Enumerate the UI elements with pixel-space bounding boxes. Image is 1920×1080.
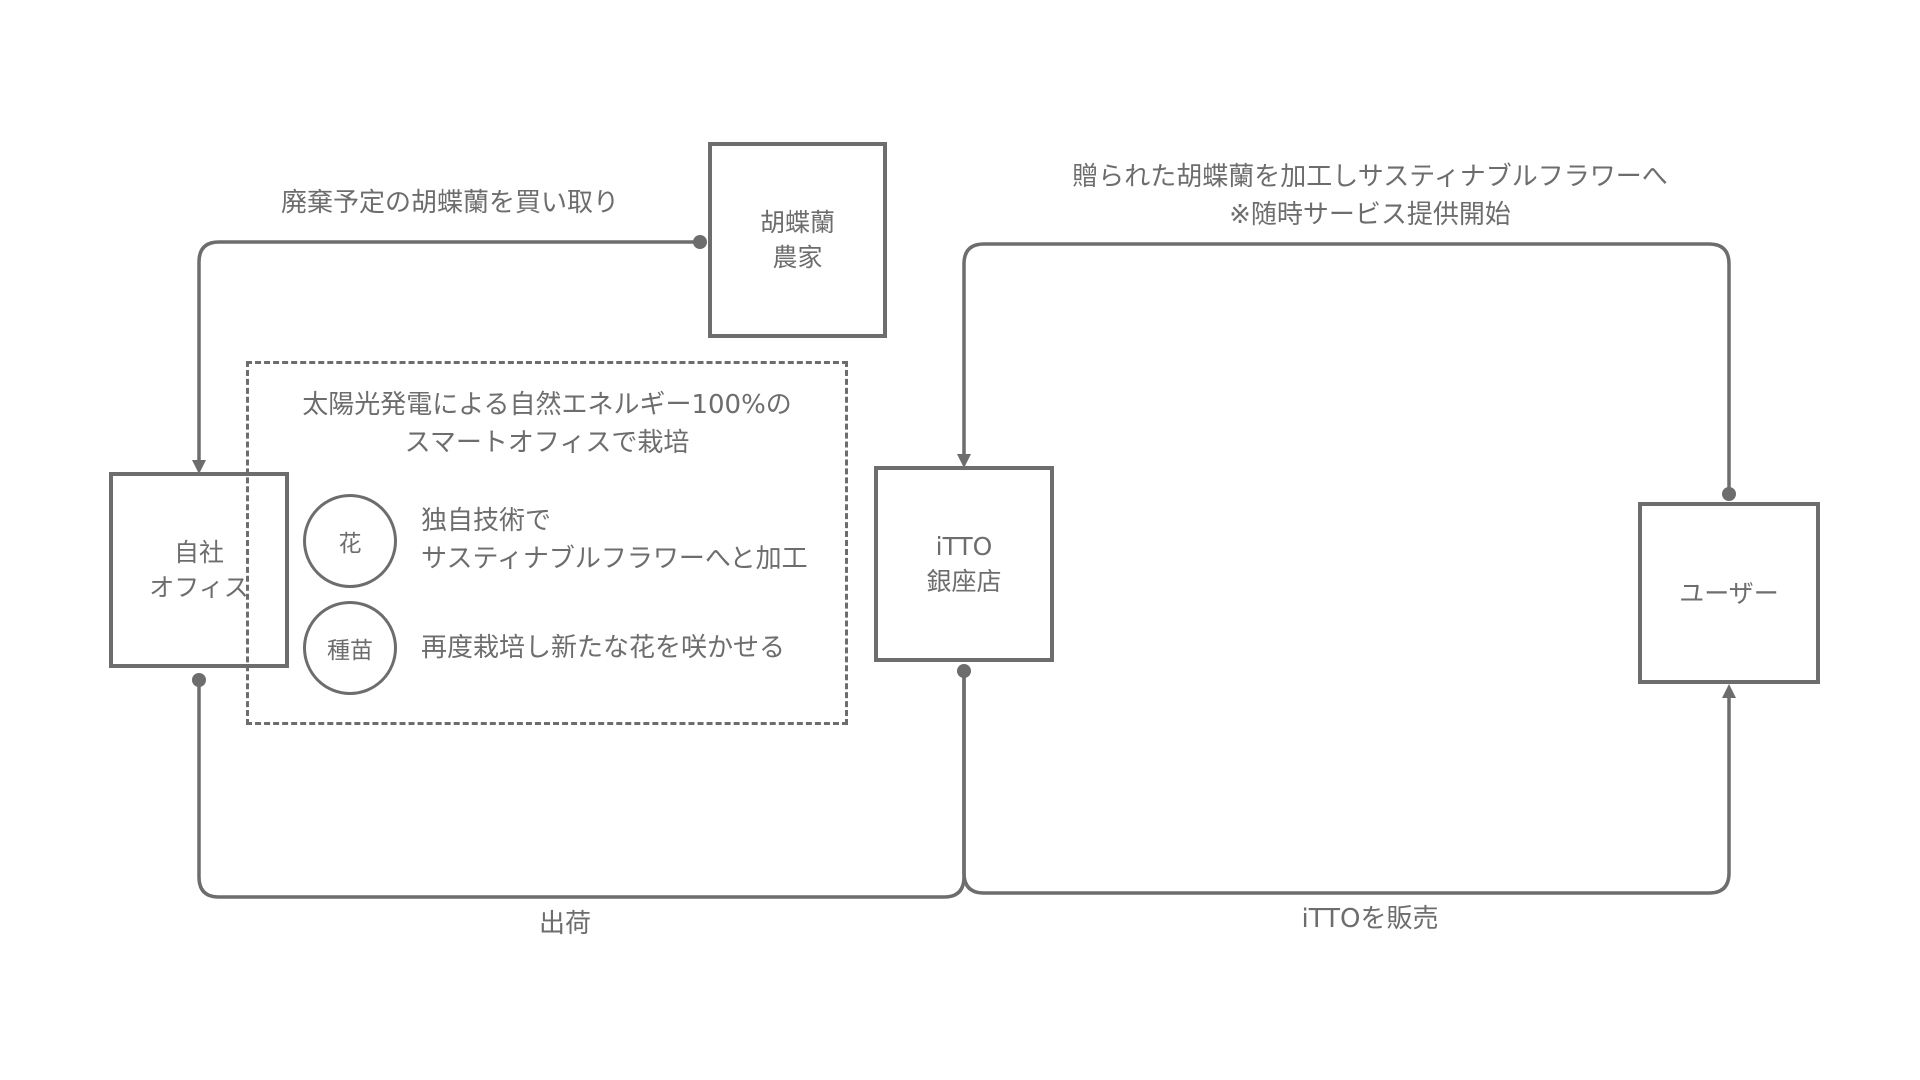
badge-flower: 花	[303, 494, 397, 588]
badge-seedling: 種苗	[303, 601, 397, 695]
node-office[interactable]: 自社 オフィス	[109, 472, 289, 668]
connector-farmer-to-office	[197, 240, 700, 470]
node-farmer-label: 胡蝶蘭 農家	[759, 208, 835, 272]
arrowhead-office-top	[192, 460, 206, 474]
node-ginza-store[interactable]: iTTO 銀座店	[874, 466, 1054, 662]
smart-office-group: 太陽光発電による自然エネルギー100%の スマートオフィスで栽培 花 独自技術で…	[246, 361, 848, 725]
connector-dot-farmer	[693, 235, 707, 249]
node-user[interactable]: ユーザー	[1638, 502, 1820, 684]
connector-ginza-to-user	[962, 671, 1731, 895]
connector-dot-user-top	[1722, 487, 1736, 501]
node-ginza-store-label: iTTO 銀座店	[926, 532, 1002, 596]
label-sell: iTTOを販売	[1301, 904, 1439, 934]
seedling-description: 再度栽培し新たな花を咲かせる	[421, 633, 786, 663]
connector-dot-office-bottom	[192, 673, 206, 687]
node-office-label: 自社 オフィス	[149, 538, 249, 602]
arrowhead-user-bottom	[1722, 684, 1736, 698]
node-farmer[interactable]: 胡蝶蘭 農家	[708, 142, 887, 338]
badge-seedling-label: 種苗	[327, 638, 373, 664]
label-buy: 廃棄予定の胡蝶蘭を買い取り	[280, 188, 619, 218]
connector-office-to-ginza	[197, 671, 966, 899]
smart-office-title: 太陽光発電による自然エネルギー100%の スマートオフィスで栽培	[302, 390, 792, 458]
node-user-label: ユーザー	[1679, 578, 1779, 608]
connector-user-to-ginza	[962, 242, 1731, 494]
arrowhead-ginza-top	[957, 454, 971, 468]
badge-flower-label: 花	[338, 531, 362, 557]
label-ship: 出荷	[538, 909, 591, 939]
flower-description: 独自技術で サスティナブルフラワーへと加工	[421, 506, 808, 574]
label-sustainable-service: 贈られた胡蝶蘭を加工しサスティナブルフラワーへ ※随時サービス提供開始	[1072, 162, 1668, 230]
